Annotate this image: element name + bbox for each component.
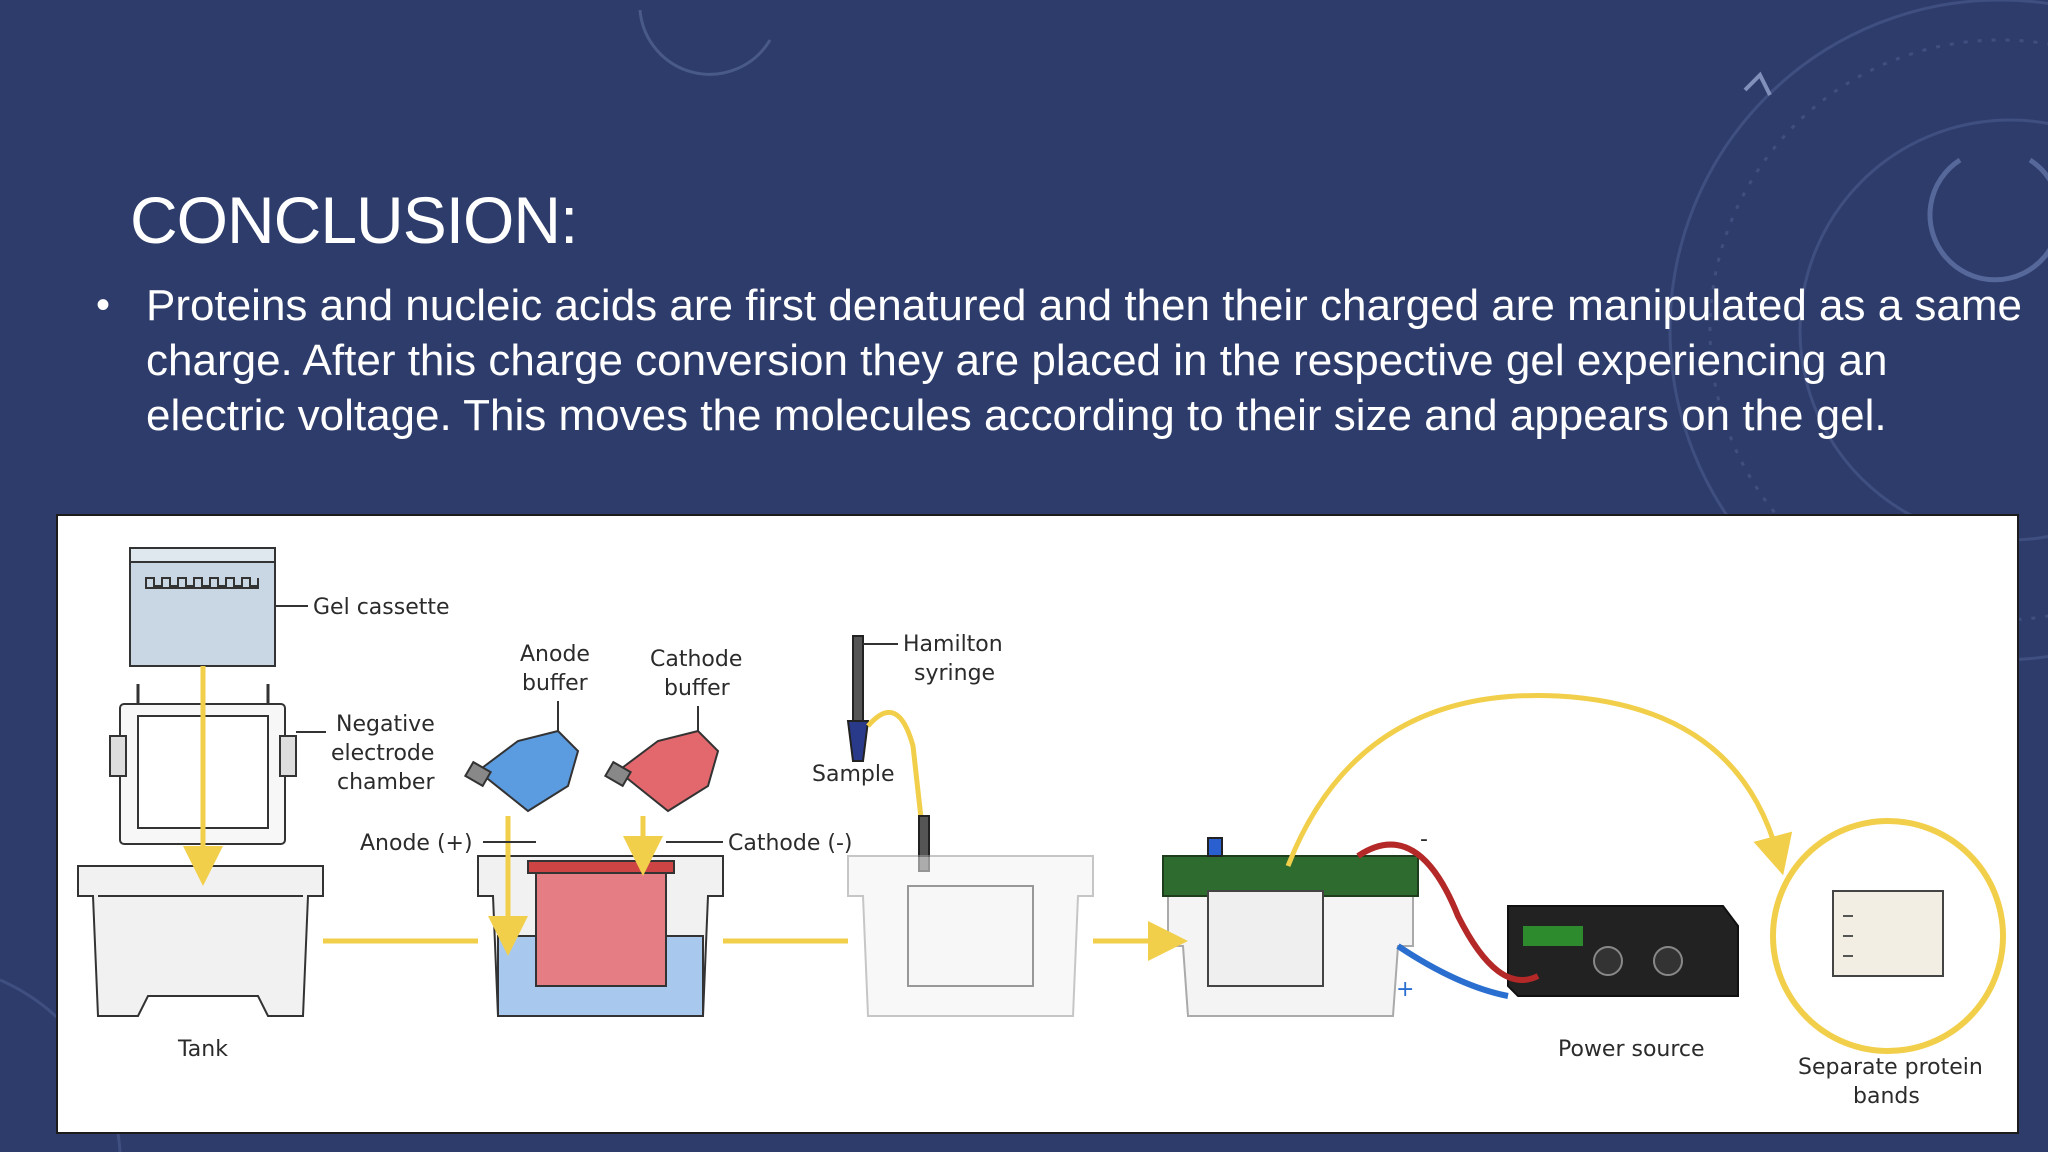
label-gel-cassette: Gel cassette	[313, 595, 450, 620]
tank	[77, 865, 324, 1017]
process-flow-arrows	[323, 692, 1793, 961]
bullet-text: Proteins and nucleic acids are first den…	[146, 281, 2023, 440]
label-tank: Tank	[177, 1037, 228, 1062]
label-hamilton-1: Hamilton	[903, 632, 1003, 657]
slide-title: CONCLUSION:	[130, 183, 578, 257]
label-power-source: Power source	[1558, 1037, 1705, 1062]
label-sample: Sample	[812, 762, 895, 787]
running-tank	[1162, 837, 1419, 1017]
tank-with-buffers	[477, 855, 724, 1017]
label-plus: +	[1396, 977, 1414, 1002]
label-cathode-buffer-1: Cathode	[650, 647, 742, 672]
bullet-symbol: •	[96, 283, 111, 327]
anode-buffer-bottle	[463, 729, 580, 813]
cathode-buffer-bottle	[603, 729, 720, 813]
power-source	[1507, 905, 1739, 997]
hamilton-syringe	[846, 635, 930, 872]
label-negative-electrode-3: chamber	[337, 770, 435, 795]
electrophoresis-diagram: Gel cassette Negative electrode chamber …	[77, 547, 2006, 1109]
gel-cassette	[129, 547, 276, 667]
label-hamilton-2: syringe	[914, 661, 995, 686]
label-cathode: Cathode (-)	[728, 831, 852, 856]
label-separate-protein-1: Separate protein	[1798, 1055, 1983, 1080]
label-negative-electrode-1: Negative	[336, 712, 435, 737]
label-anode-buffer-2: buffer	[522, 671, 589, 696]
label-cathode-buffer-2: buffer	[664, 676, 731, 701]
label-anode: Anode (+)	[360, 831, 473, 856]
label-negative-electrode-2: electrode	[331, 741, 434, 766]
loading-tank	[847, 855, 1094, 1017]
separate-protein-bands-circle	[1770, 818, 2006, 1054]
label-minus: -	[1420, 827, 1428, 852]
label-separate-protein-2: bands	[1853, 1084, 1920, 1109]
label-anode-buffer-1: Anode	[520, 642, 590, 667]
electrophoresis-diagram-panel: Gel cassette Negative electrode chamber …	[56, 514, 2019, 1134]
